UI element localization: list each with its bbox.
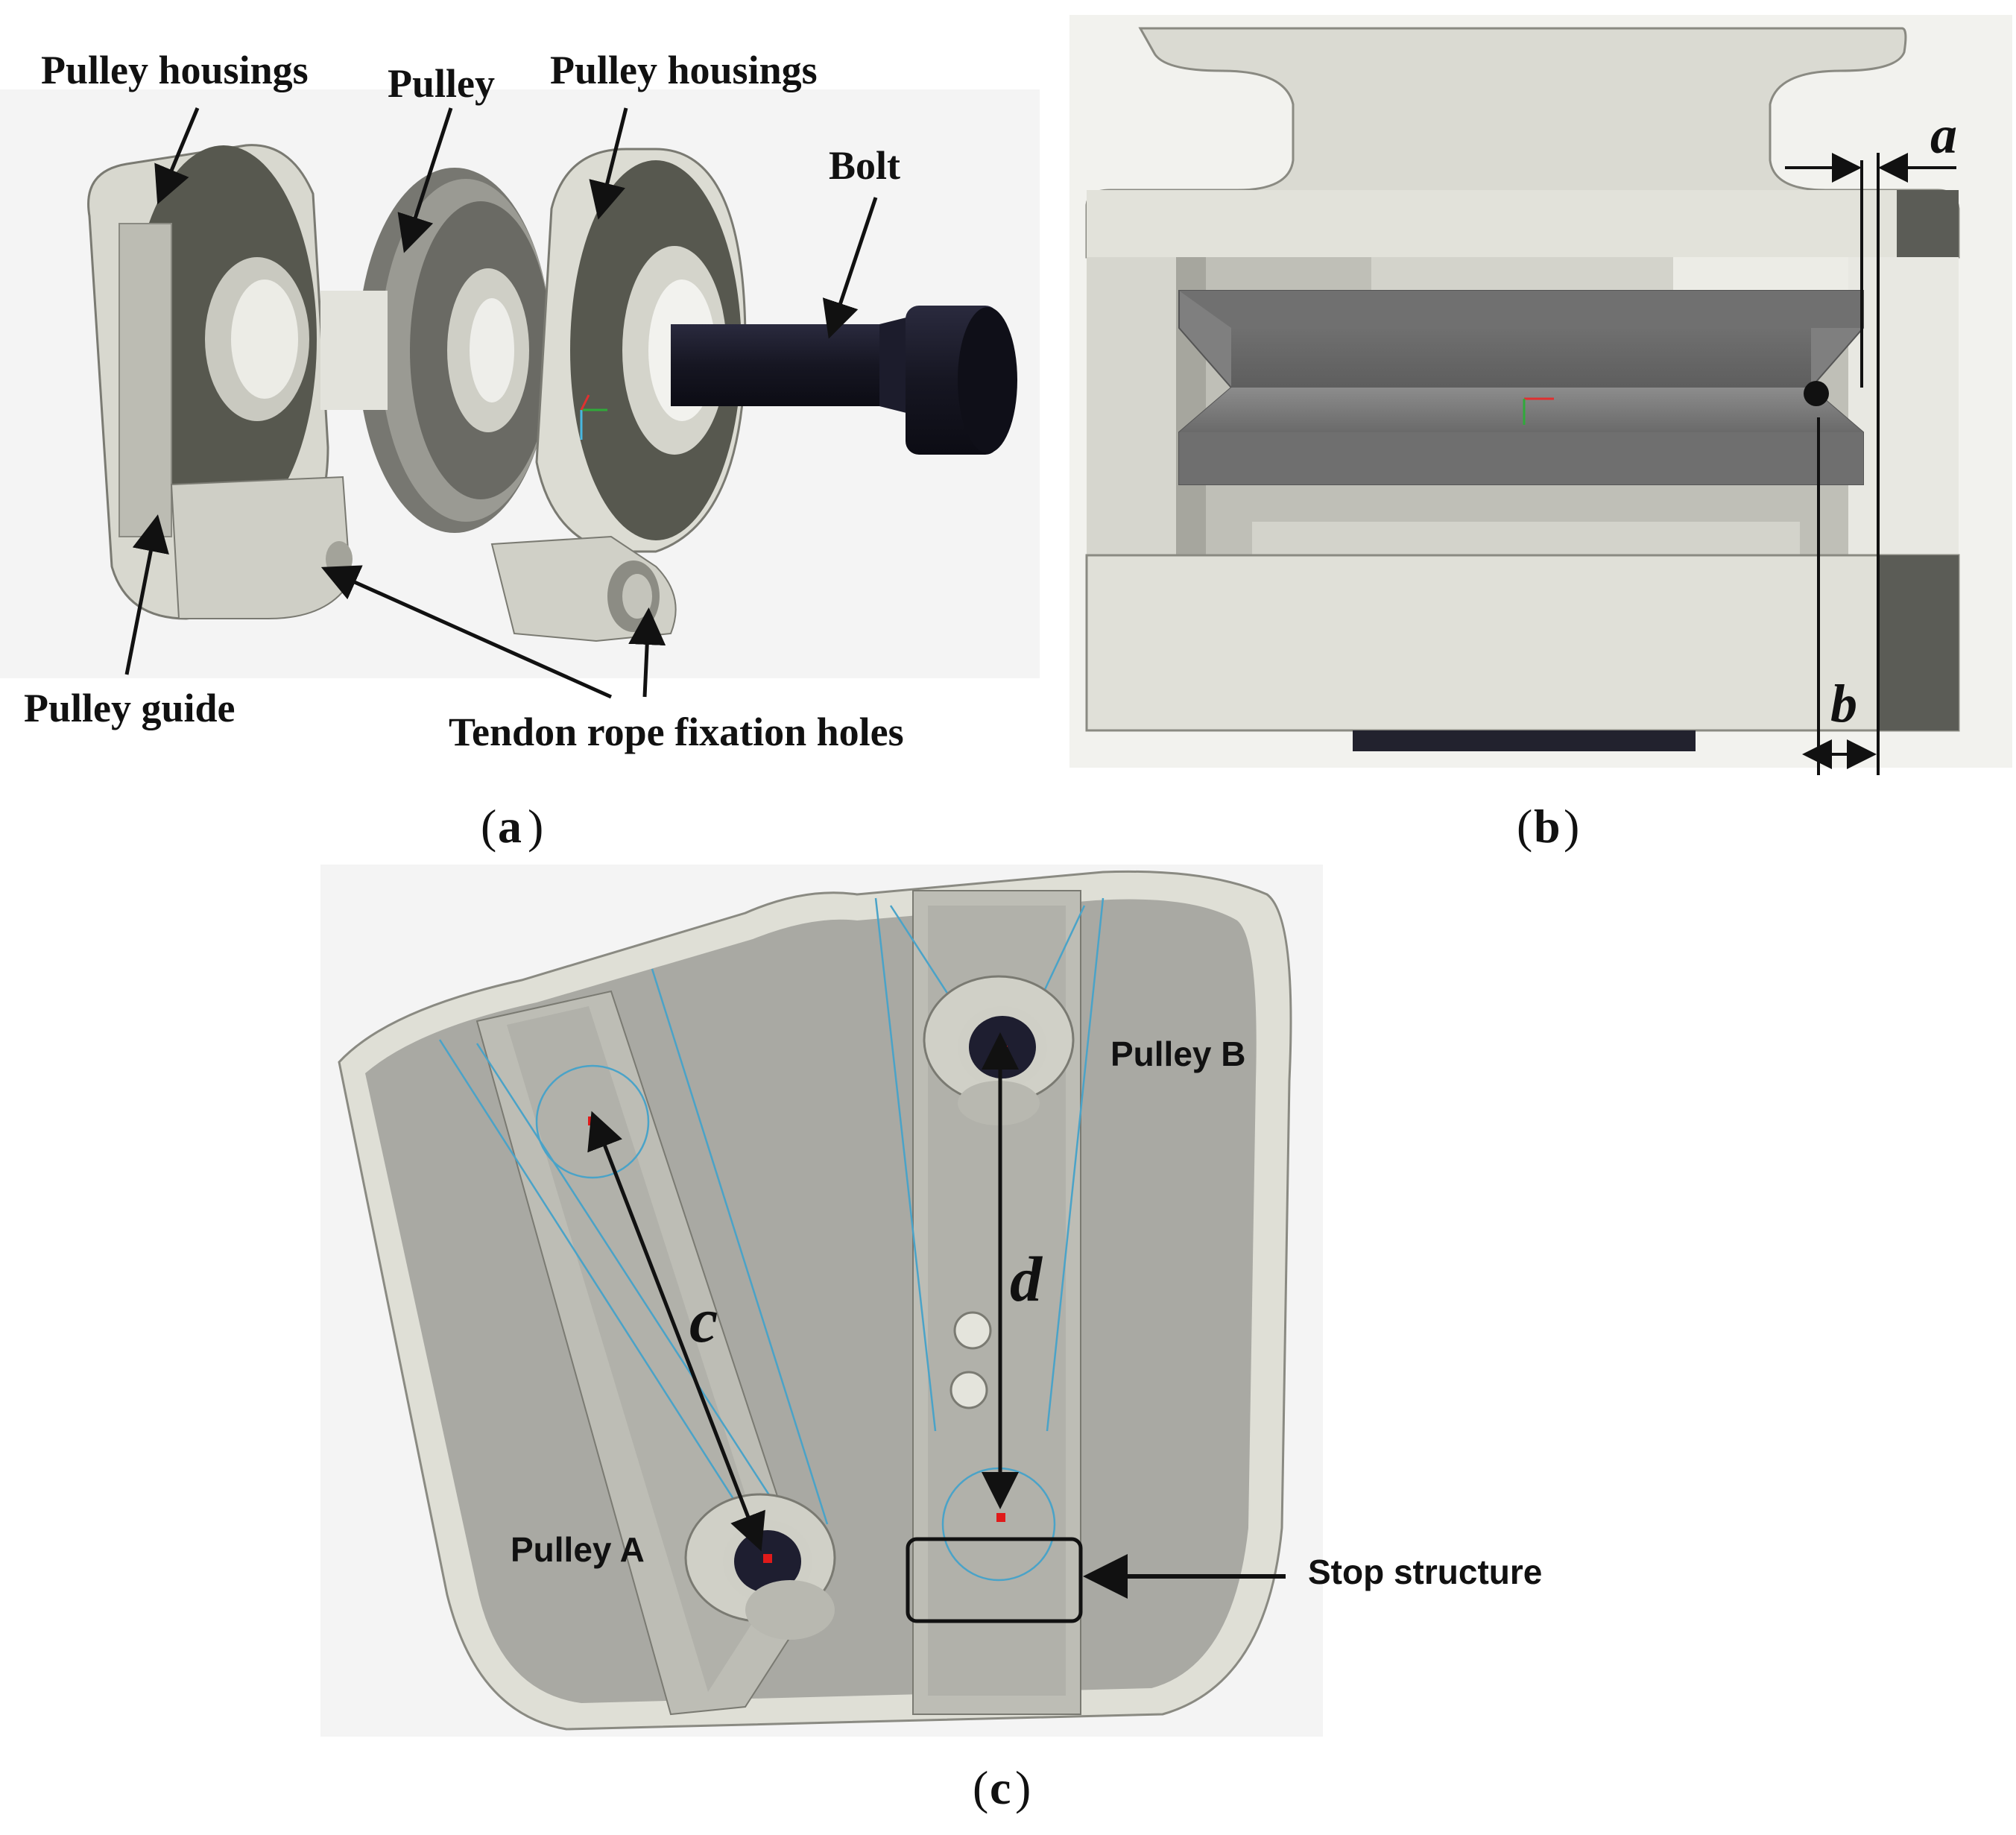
right-pulley-housing <box>490 148 747 642</box>
rail-hole-1 <box>953 1311 992 1350</box>
svg-text:(: ( <box>973 1761 988 1814</box>
svg-text:): ) <box>1015 1761 1031 1814</box>
label-bolt: Bolt <box>829 143 900 188</box>
center-pulley <box>320 168 552 533</box>
bolt-end <box>1353 730 1696 751</box>
axis-triad-a <box>580 394 607 440</box>
distance-arrows <box>587 1032 1019 1552</box>
svg-text:): ) <box>1564 800 1579 853</box>
caption-a: ( a ) <box>481 800 543 853</box>
panel-a: Pulley housings Pulley Pulley housings B… <box>0 48 1040 754</box>
label-pulley-guide: Pulley guide <box>24 686 236 730</box>
caption-c-letter: c <box>990 1761 1011 1814</box>
label-pulley-housings-right: Pulley housings <box>550 48 818 92</box>
label-pulley-a: Pulley A <box>511 1530 645 1569</box>
dimension-b-label: b <box>1830 674 1857 733</box>
panel-c: c d Pulley A Pulley B Stop structure <box>320 865 1542 1737</box>
caption-b-letter: b <box>1534 800 1561 853</box>
dimension-lines <box>1785 153 1956 775</box>
label-pulley: Pulley <box>388 61 495 106</box>
dimension-a-label: a <box>1930 105 1957 165</box>
distance-d-label: d <box>1010 1243 1043 1315</box>
bottom-base <box>1085 554 1960 732</box>
panel-a-callouts <box>124 107 878 699</box>
svg-text:): ) <box>528 800 543 853</box>
stop-structure-box <box>906 1537 1083 1623</box>
upper-band-dark <box>1897 190 1959 257</box>
distance-c-label: c <box>689 1284 718 1356</box>
axis-triad-b <box>1523 397 1554 425</box>
caption-c: ( c ) <box>973 1761 1031 1814</box>
rope-contact-point <box>1804 381 1829 406</box>
bolt <box>671 306 1017 455</box>
svg-text:(: ( <box>481 800 496 853</box>
left-pulley-housing <box>87 144 353 620</box>
label-pulley-b: Pulley B <box>1110 1035 1246 1073</box>
caption-b: ( b ) <box>1517 800 1579 853</box>
panel-b: a b <box>1069 15 2012 775</box>
rail-hole-2 <box>949 1371 988 1409</box>
pulley-profile <box>1178 290 1864 485</box>
caption-a-letter: a <box>498 800 522 853</box>
upper-band <box>1087 190 1959 257</box>
label-stop-structure: Stop structure <box>1308 1553 1542 1591</box>
label-tendon-rope-fixation-holes: Tendon rope fixation holes <box>449 710 904 754</box>
svg-text:(: ( <box>1517 800 1532 853</box>
label-pulley-housings-left: Pulley housings <box>41 48 309 92</box>
